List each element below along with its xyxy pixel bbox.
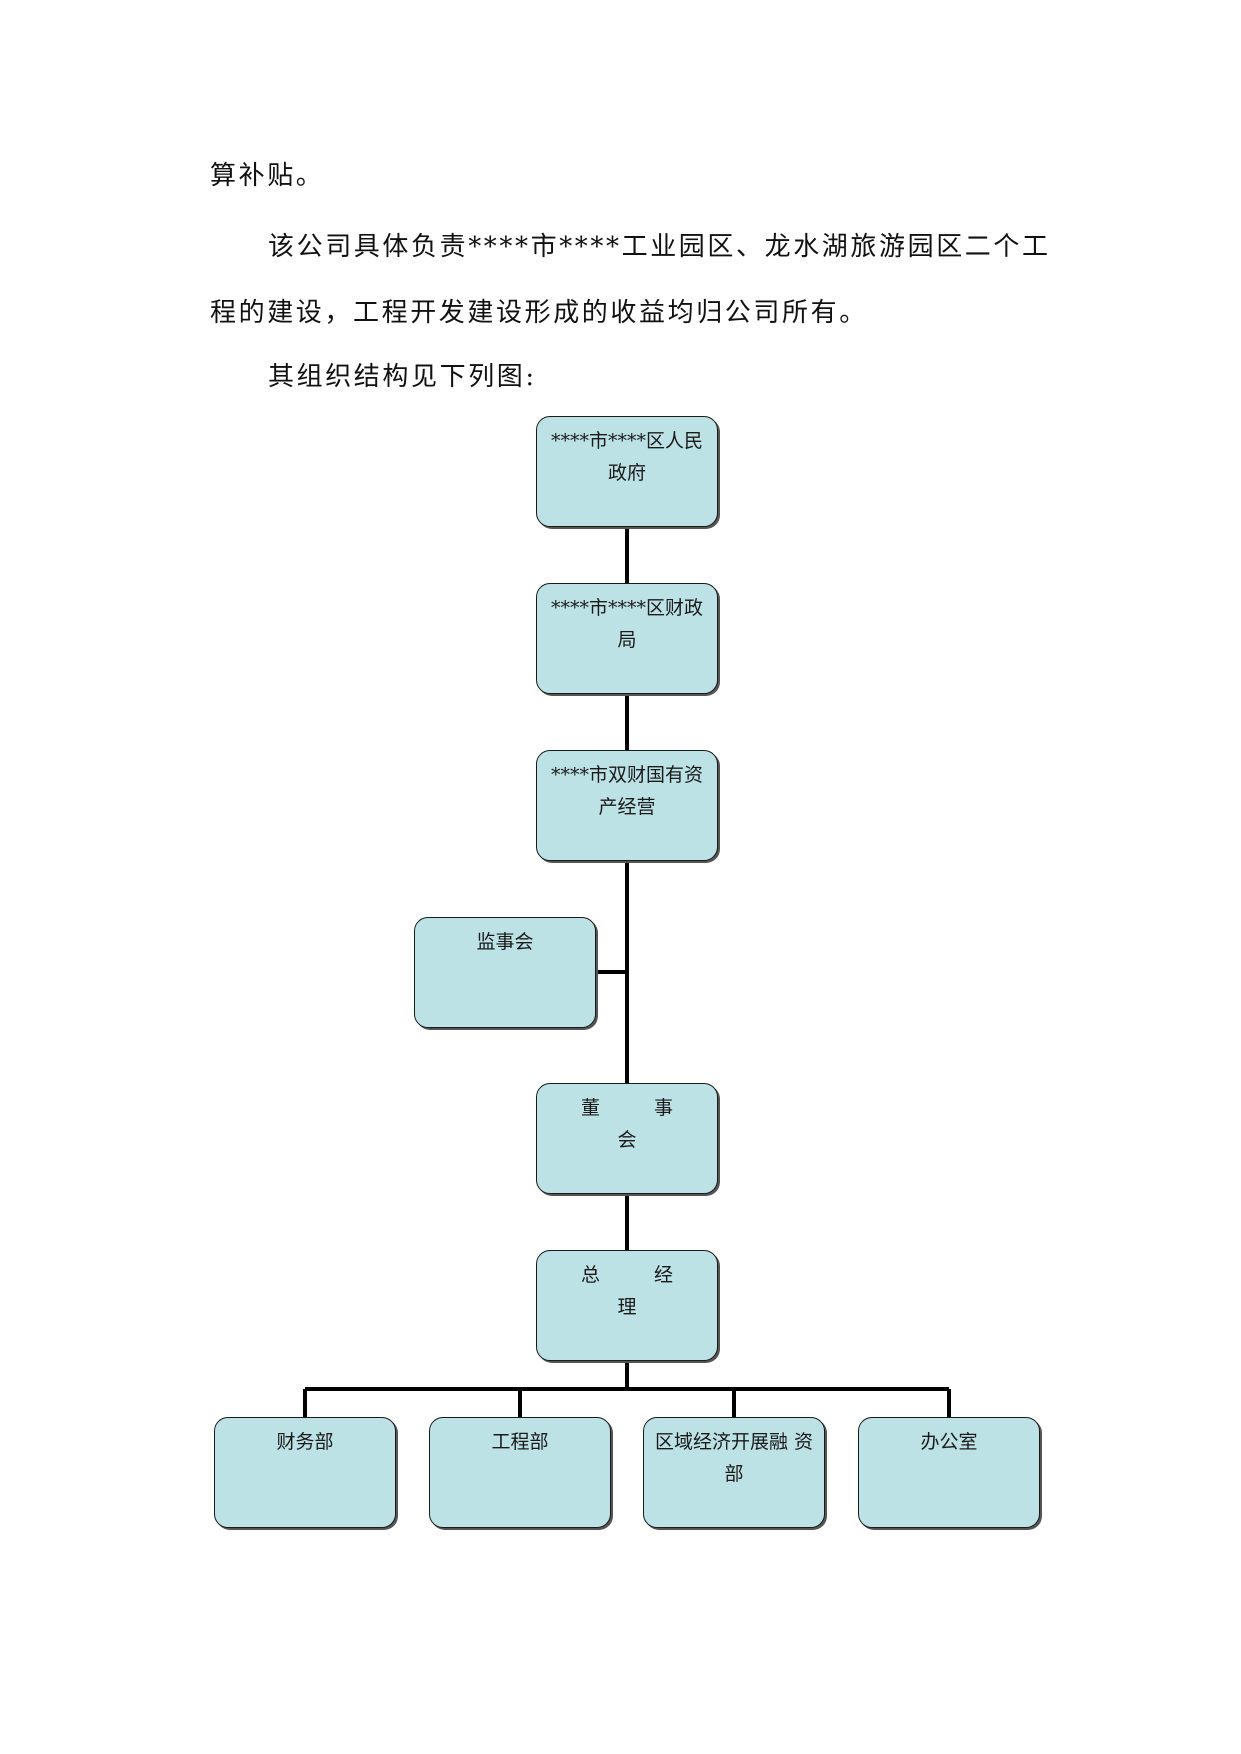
text-line-2: 该公司具体负责****市****工业园区、龙水湖旅游园区二个工 — [268, 232, 1051, 262]
text-line-4: 其组织结构见下列图: — [268, 362, 537, 392]
node-government: ****市****区人民政府 — [536, 416, 718, 527]
node-asset-company: ****市双财国有资产经营 — [536, 750, 718, 861]
node-board-of-directors: 董 事 会 — [536, 1083, 718, 1194]
text-line-1: 算补贴。 — [210, 161, 325, 191]
text-line-3: 程的建设，工程开发建设形成的收益均归公司所有。 — [210, 298, 868, 328]
node-dept-regional-finance: 区域经济开展融 资 部 — [643, 1417, 825, 1528]
node-general-manager: 总 经 理 — [536, 1250, 718, 1361]
node-dept-engineering: 工程部 — [429, 1417, 611, 1528]
node-finance-bureau: ****市****区财政局 — [536, 583, 718, 694]
node-supervisory-board: 监事会 — [414, 917, 596, 1028]
node-dept-office: 办公室 — [858, 1417, 1040, 1528]
node-dept-finance: 财务部 — [214, 1417, 396, 1528]
